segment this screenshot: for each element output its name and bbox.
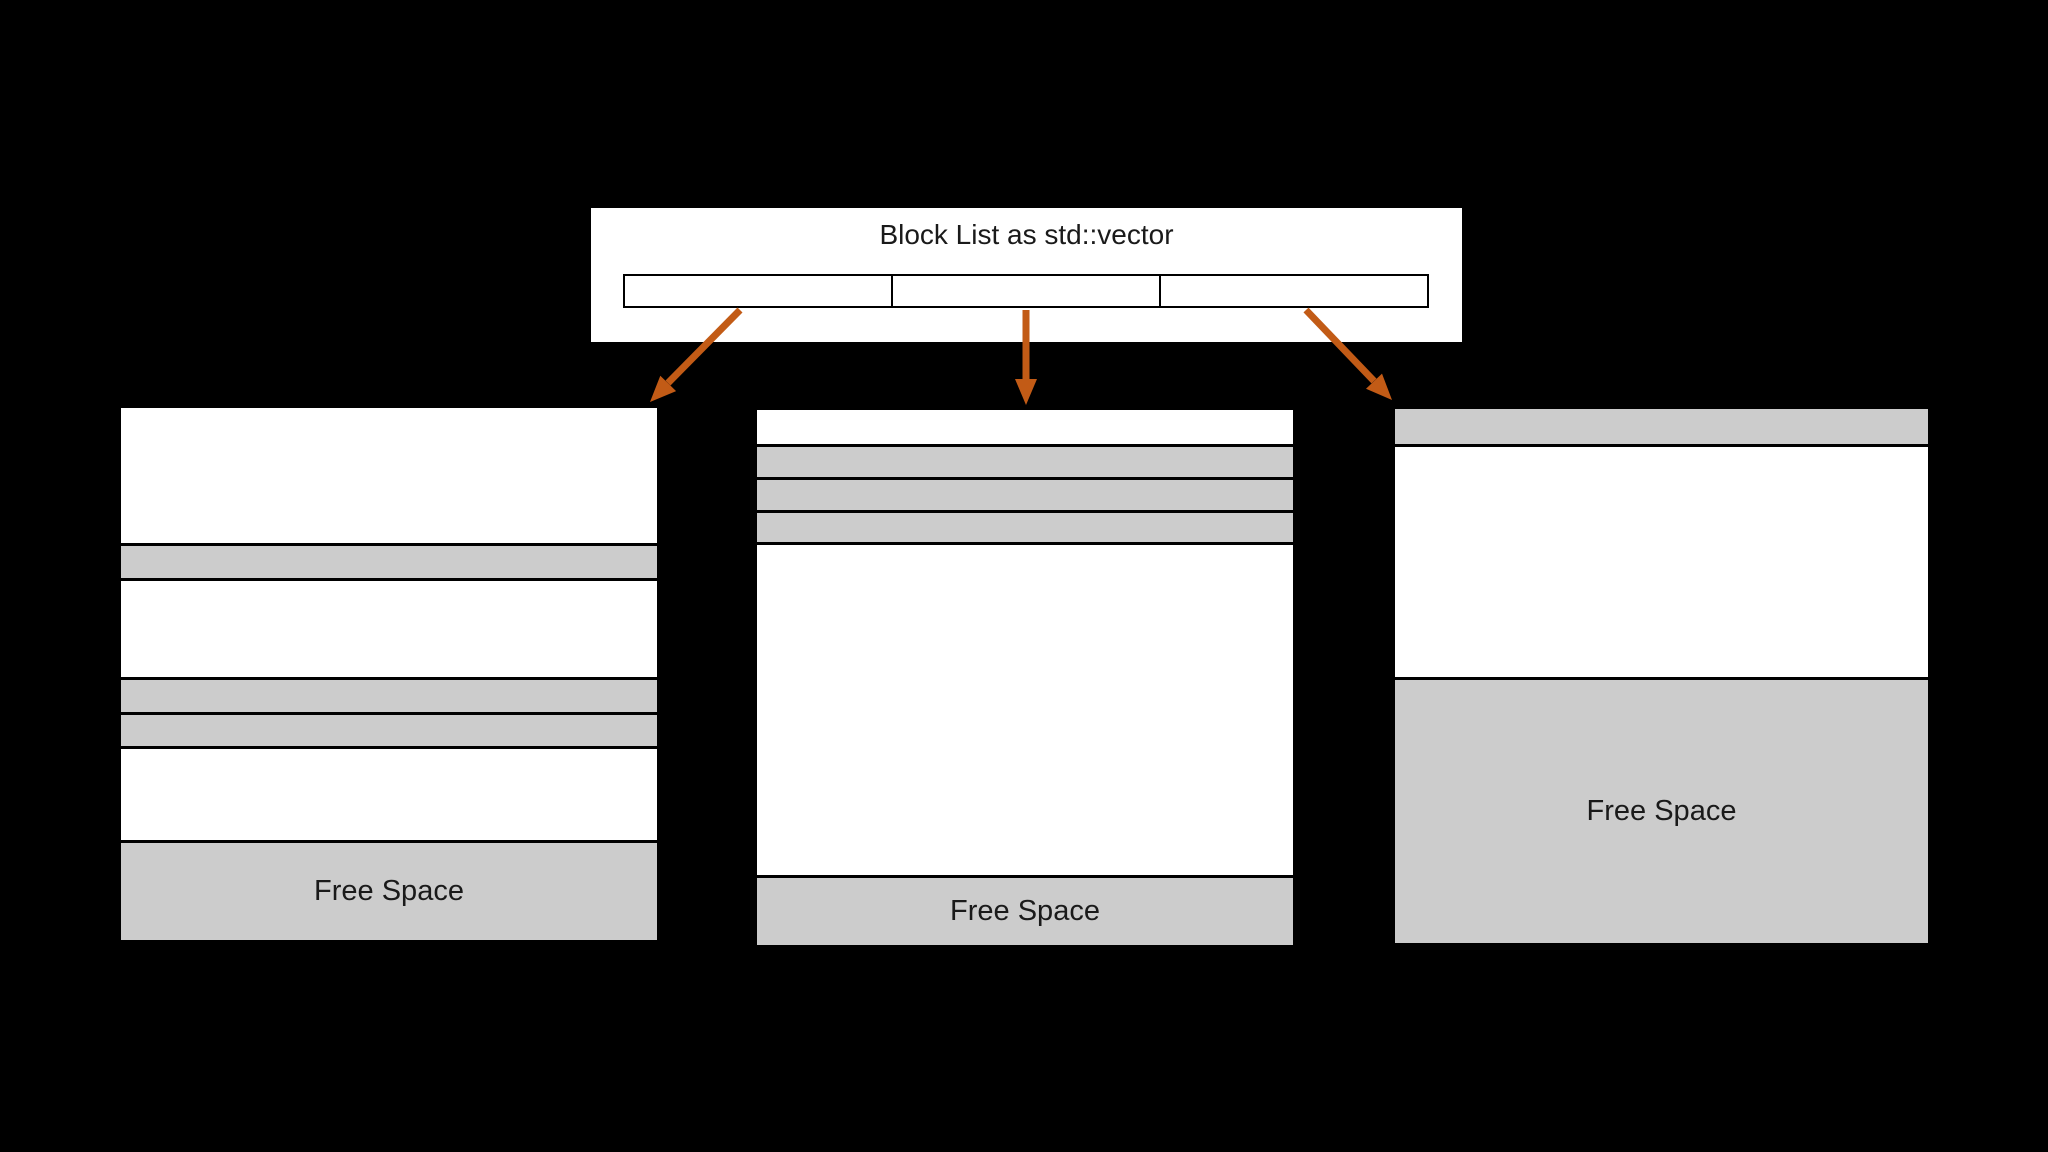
block-list-title: Block List as std::vector (879, 219, 1174, 250)
allocated-region (121, 578, 657, 677)
free-space-region: Free Space (1395, 677, 1928, 943)
block-list-box: Block List as std::vector (591, 208, 1462, 342)
vector-cell (625, 276, 891, 306)
free-region (757, 477, 1293, 510)
memory-block-1: Free Space (121, 408, 657, 940)
memory-block-2: Free Space (757, 410, 1293, 945)
allocated-region (757, 542, 1293, 875)
free-space-label: Free Space (314, 875, 464, 907)
vector-cell (1159, 276, 1427, 306)
free-region (121, 543, 657, 578)
allocated-region (1395, 444, 1928, 677)
vector-cell (891, 276, 1159, 306)
free-space-region: Free Space (757, 875, 1293, 945)
allocated-region (121, 408, 657, 543)
free-region (121, 677, 657, 712)
memory-block-3: Free Space (1395, 409, 1928, 943)
allocated-region (121, 746, 657, 840)
vector-cells-row (623, 274, 1429, 308)
free-region (757, 510, 1293, 542)
free-space-label: Free Space (1586, 795, 1737, 827)
free-region (757, 444, 1293, 477)
free-space-region: Free Space (121, 840, 657, 940)
allocated-region (757, 410, 1293, 444)
free-region (121, 712, 657, 746)
free-space-label: Free Space (950, 895, 1100, 927)
free-region (1395, 409, 1928, 444)
